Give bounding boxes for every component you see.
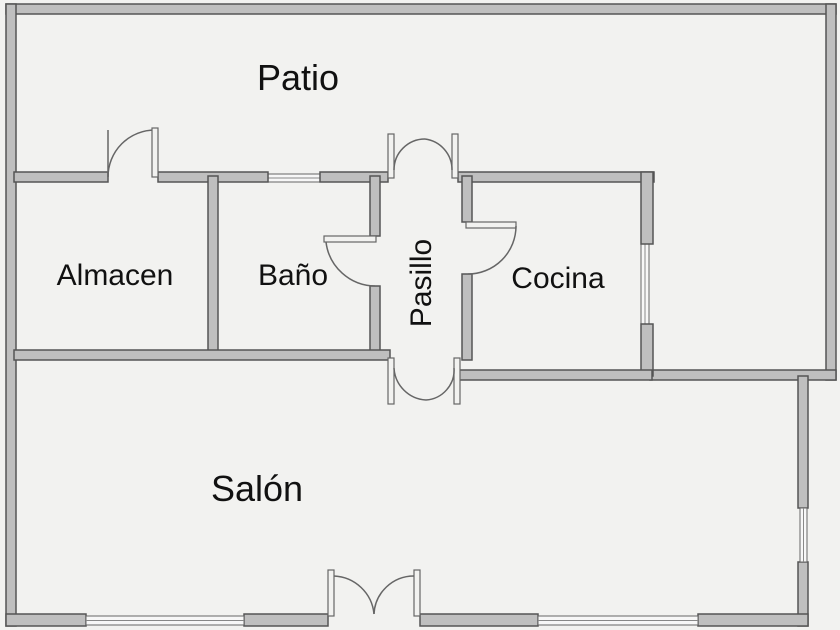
cocina-right-wall-lower: [640, 323, 654, 377]
door-bano: [323, 235, 377, 287]
pasillo-cocina-wall-upper: [461, 175, 473, 223]
room-label-pasillo: Pasillo: [405, 239, 438, 327]
room-label-bano: Baño: [258, 259, 328, 292]
bottom-wall-mid-left: [243, 613, 329, 627]
pasillo-cocina-wall-lower: [461, 273, 473, 361]
room-label-salon: Salón: [211, 468, 303, 509]
patio-wall-cocina: [457, 171, 655, 183]
patio-wall-almacen-left: [13, 171, 109, 183]
bottom-wall-mid-right: [419, 613, 539, 627]
bottom-wall-right: [697, 613, 809, 627]
room-label-almacen: Almacen: [57, 259, 174, 292]
right-patio-outer-wall: [825, 3, 837, 381]
outer-walls: [5, 3, 837, 627]
cocina-right-wall-upper: [640, 171, 654, 245]
salon-right-wall-upper: [797, 375, 809, 509]
windows: [85, 173, 808, 626]
door-almacen: [107, 127, 159, 178]
room-label-patio: Patio: [257, 57, 339, 98]
salon-top-wall-right: [455, 369, 653, 381]
door-pasillo-salon: [387, 357, 461, 405]
doors: [107, 127, 517, 617]
room-labels: Patio Almacen Baño Pasillo Cocina Salón: [57, 57, 605, 509]
room-label-cocina: Cocina: [511, 262, 605, 295]
almacen-bano-divider: [207, 175, 219, 357]
door-salon-main: [327, 569, 421, 617]
bottom-wall-left: [5, 613, 87, 627]
door-cocina: [465, 221, 517, 275]
bano-pasillo-wall-upper: [369, 175, 381, 237]
left-outer-wall: [5, 3, 17, 627]
top-outer-wall: [5, 3, 837, 15]
bano-pasillo-wall-lower: [369, 285, 381, 359]
door-pasillo-patio: [387, 133, 459, 179]
salon-top-wall-left: [13, 349, 391, 361]
